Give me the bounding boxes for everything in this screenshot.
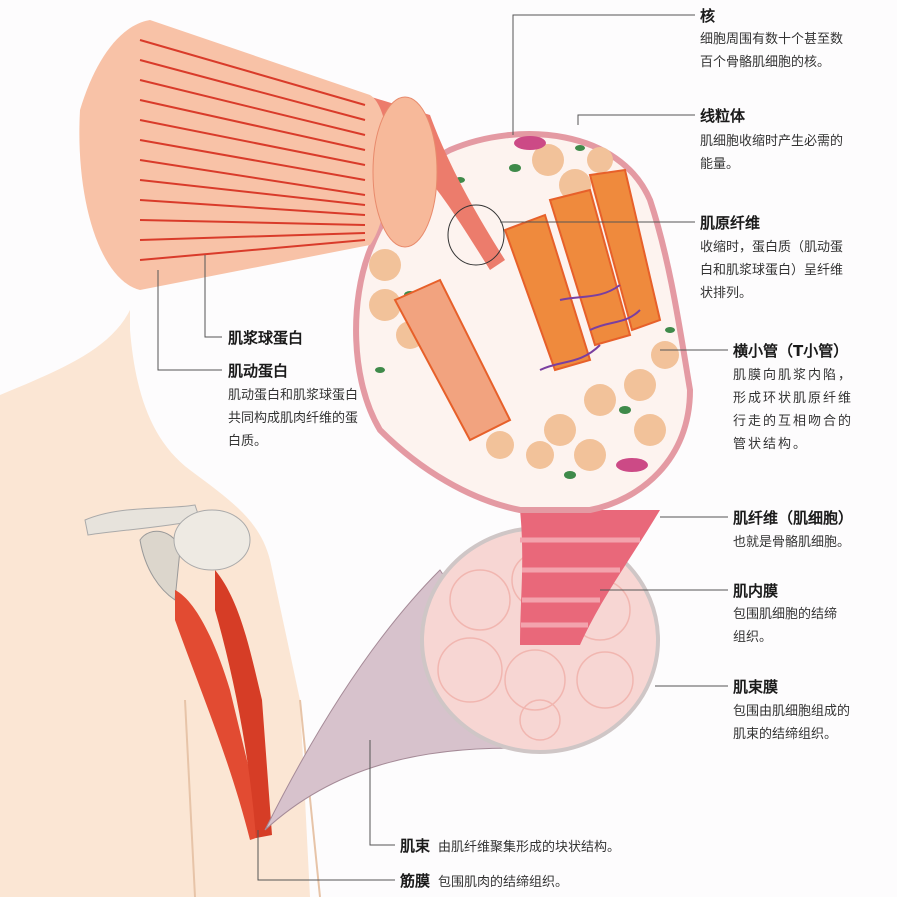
- label-nucleus: 核: [700, 7, 716, 25]
- label-muscle-fiber: 肌纤维（肌细胞）: [733, 509, 854, 527]
- label-t-tubule: 横小管（T小管）: [733, 342, 849, 360]
- desc-line: 包围由肌细胞组成的: [733, 704, 851, 719]
- fascia-title: 筋膜: [400, 872, 431, 890]
- desc-line: 肌细胞收缩时产生必需的: [700, 134, 844, 149]
- label-mitochondria: 线粒体: [700, 107, 746, 125]
- sarcomere-fan: [79, 20, 389, 290]
- desc-line: 肌动蛋白和肌浆球蛋白: [228, 388, 359, 403]
- label-fascia: 筋膜包围肌肉的结缔组织。: [400, 870, 568, 891]
- label-endomysium: 肌内膜: [733, 582, 779, 600]
- biceps-muscle-long: [215, 570, 272, 838]
- desc-t-tubule: 肌膜向肌浆内陷， 形成环状肌原纤维 行走的互相吻合的 管状结构。: [733, 364, 853, 456]
- desc-line: 细胞周围有数十个甚至数: [700, 32, 844, 47]
- desc-line: 行走的互相吻合的: [733, 414, 854, 429]
- label-perimysium: 肌束膜: [733, 678, 779, 696]
- label-myofibril: 肌原纤维: [700, 214, 761, 232]
- nucleus-shape-2: [616, 458, 648, 472]
- desc-mitochondria: 肌细胞收缩时产生必需的 能量。: [700, 130, 843, 176]
- desc-actin: 肌动蛋白和肌浆球蛋白 共同构成肌肉纤维的蛋 白质。: [228, 384, 358, 453]
- desc-line: 共同构成肌肉纤维的蛋: [228, 411, 359, 426]
- desc-line: 肌束的结缔组织。: [733, 727, 838, 742]
- desc-line: 包围肌细胞的结缔: [733, 607, 838, 622]
- desc-line: 状排列。: [700, 286, 753, 301]
- desc-line: 能量。: [700, 157, 740, 172]
- humerus-head: [173, 509, 251, 571]
- myofibrils: [393, 168, 662, 442]
- sarcomere-cross-section: [372, 96, 438, 248]
- desc-line: 白和肌浆球蛋白）呈纤维: [700, 263, 844, 278]
- muscle-fiber: [520, 510, 660, 645]
- leader-lines: [157, 14, 728, 881]
- fascicle-title: 肌束: [400, 837, 431, 855]
- desc-myofibril: 收缩时，蛋白质（肌动蛋 白和肌浆球蛋白）呈纤维 状排列。: [700, 236, 843, 305]
- nucleus-shape: [514, 136, 546, 150]
- fascia-desc: 包围肌肉的结缔组织。: [438, 875, 569, 890]
- desc-endomysium: 包围肌细胞的结缔 组织。: [733, 603, 837, 649]
- desc-nucleus: 细胞周围有数十个甚至数 百个骨骼肌细胞的核。: [700, 28, 843, 74]
- biceps-muscle: [175, 590, 265, 840]
- desc-muscle-fiber: 也就是骨骼肌细胞。: [733, 531, 850, 554]
- desc-line: 收缩时，蛋白质（肌动蛋: [700, 240, 844, 255]
- label-actin: 肌动蛋白: [228, 362, 289, 380]
- desc-line: 管状结构。: [733, 437, 809, 452]
- desc-line: 肌膜向肌浆内陷，: [733, 368, 854, 383]
- desc-line: 也就是骨骼肌细胞。: [733, 535, 851, 550]
- arm-outline: [184, 699, 321, 897]
- desc-perimysium: 包围由肌细胞组成的 肌束的结缔组织。: [733, 700, 850, 746]
- desc-line: 白质。: [228, 434, 268, 449]
- desc-line: 组织。: [733, 630, 773, 645]
- label-fascicle: 肌束由肌纤维聚集形成的块状结构。: [400, 835, 620, 856]
- scapula: [139, 530, 181, 601]
- desc-line: 形成环状肌原纤维: [733, 391, 854, 406]
- label-myosin: 肌浆球蛋白: [228, 329, 304, 347]
- fascicle-desc: 由肌纤维聚集形成的块状结构。: [438, 840, 621, 855]
- desc-line: 百个骨骼肌细胞的核。: [700, 55, 831, 70]
